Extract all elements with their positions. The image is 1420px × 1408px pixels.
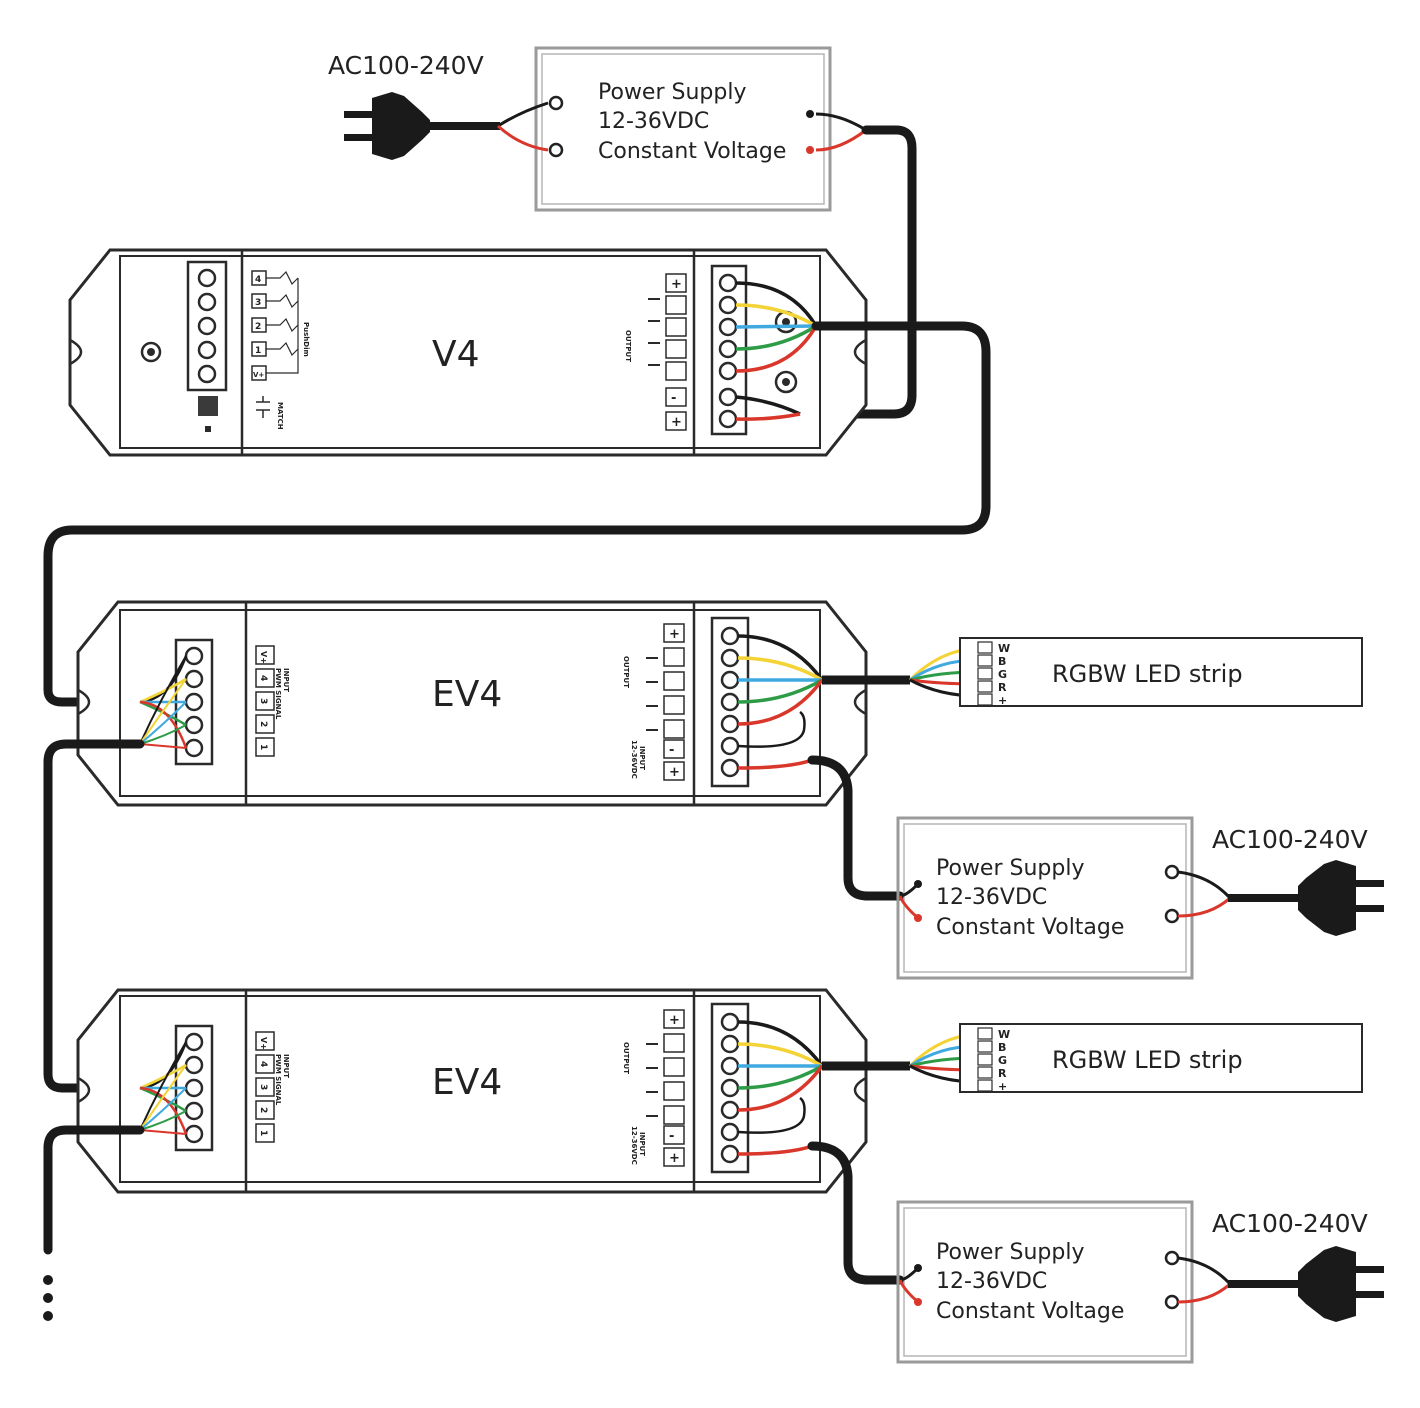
svg-text:+: + [998,694,1007,707]
ev4-repeater-1: V+ 4 3 2 1 INPUT PWM SIGNAL EV4 + - + OU… [76,600,868,807]
svg-text:+: + [671,415,682,430]
svg-text:4: 4 [258,675,268,681]
svg-text:INPUT: INPUT [638,1132,646,1156]
ac-plug-icon [1228,860,1384,936]
svg-text:+: + [669,1151,680,1166]
ac-plug-icon [1228,1246,1384,1322]
svg-text:B: B [998,1041,1006,1054]
svg-text:Constant Voltage: Constant Voltage [936,1299,1124,1324]
psu-ac-terminal-icon [548,95,564,111]
rgbw-led-strip-1: W B G R + RGBW LED strip [959,637,1363,707]
svg-text:1: 1 [258,744,268,750]
svg-text:G: G [998,668,1007,681]
svg-text:12-36VDC: 12-36VDC [630,1126,638,1165]
svg-text:3: 3 [258,1084,268,1090]
svg-text:3: 3 [258,698,268,704]
psu-dc-plus-terminal [806,146,814,154]
psu-ac-terminal-icon [1164,1294,1180,1310]
svg-text:+: + [671,277,682,292]
svg-text:PushDim: PushDim [302,322,310,357]
psu-ac-terminal-icon [548,142,564,158]
svg-text:+: + [669,627,680,642]
ev4-1-input-wires [139,655,188,749]
svg-text:V+: V+ [253,371,264,379]
mains-label-3: AC100-240V [1212,1209,1368,1238]
svg-text:1: 1 [255,346,261,356]
svg-text:12-36VDC: 12-36VDC [936,1269,1047,1294]
svg-text:INPUT: INPUT [282,668,290,692]
svg-text:-: - [669,743,674,758]
strip-1-label: RGBW LED strip [1052,660,1243,688]
ev4-2-model-label: EV4 [432,1062,502,1103]
svg-text:+: + [998,1080,1007,1093]
v4-controller: 4 3 2 1 V+ PushDim MATCH V4 + - + OUTPUT [68,248,868,457]
svg-text:Power Supply: Power Supply [936,856,1084,881]
ac-plug-icon [344,92,500,160]
svg-text:V+: V+ [259,1037,268,1050]
ev4-repeater-2: V+ 4 3 2 1 INPUT PWM SIGNAL EV4 + - + OU… [76,988,868,1194]
svg-text:4: 4 [258,1061,268,1067]
svg-text:R: R [998,681,1007,694]
continuation-dots-icon [43,1275,53,1321]
svg-text:-: - [669,1129,674,1144]
ev4-2-input-wires [139,1041,188,1135]
svg-text:OUTPUT: OUTPUT [624,330,632,362]
svg-text:1: 1 [258,1130,268,1136]
svg-text:12-36VDC: 12-36VDC [630,740,638,779]
svg-text:INPUT: INPUT [282,1054,290,1078]
svg-text:2: 2 [258,1107,268,1113]
svg-text:INPUT: INPUT [638,746,646,770]
mains-label-top: AC100-240V [328,51,484,80]
psu-type: Constant Voltage [598,139,786,164]
power-supply-top: Power Supply 12-36VDC Constant Voltage [534,46,832,212]
svg-text:2: 2 [258,721,268,727]
psu-ac-terminal-icon [1164,908,1180,924]
svg-text:V+: V+ [259,651,268,664]
v4-output-wires [735,281,818,421]
svg-text:MATCH: MATCH [276,402,284,430]
match-button [198,396,218,416]
v4-model-label: V4 [432,334,480,375]
rgbw-led-strip-2: W B G R + RGBW LED strip [959,1023,1363,1093]
psu-dc-minus-terminal [806,110,814,118]
svg-text:Constant Voltage: Constant Voltage [936,915,1124,940]
svg-text:PWM SIGNAL: PWM SIGNAL [274,1054,282,1106]
psu-ac-terminal-icon [1164,864,1180,880]
psu-title: Power Supply [598,80,746,105]
svg-text:Power Supply: Power Supply [936,1240,1084,1265]
strip-2-label: RGBW LED strip [1052,1046,1243,1074]
svg-text:B: B [998,655,1006,668]
svg-text:2: 2 [255,322,261,332]
mains-label-2: AC100-240V [1212,825,1368,854]
svg-text:OUTPUT: OUTPUT [622,1042,630,1074]
svg-text:3: 3 [255,298,261,308]
power-supply-3: Power Supply 12-36VDC Constant Voltage [896,1200,1194,1364]
psu-ac-terminal-icon [1164,1250,1180,1266]
psu-voltage: 12-36VDC [598,109,709,134]
svg-text:12-36VDC: 12-36VDC [936,885,1047,910]
svg-text:PWM SIGNAL: PWM SIGNAL [274,668,282,720]
svg-text:-: - [671,391,676,406]
svg-text:R: R [998,1067,1007,1080]
svg-text:G: G [998,1054,1007,1067]
ev4-1-model-label: EV4 [432,674,502,715]
svg-text:W: W [998,642,1010,655]
svg-text:W: W [998,1028,1010,1041]
ev4-1-output-wires [737,634,979,770]
svg-text:+: + [669,1013,680,1028]
svg-text:+: + [669,765,680,780]
power-supply-2: Power Supply 12-36VDC Constant Voltage [896,816,1194,980]
svg-text:4: 4 [255,275,261,285]
svg-text:OUTPUT: OUTPUT [622,656,630,688]
